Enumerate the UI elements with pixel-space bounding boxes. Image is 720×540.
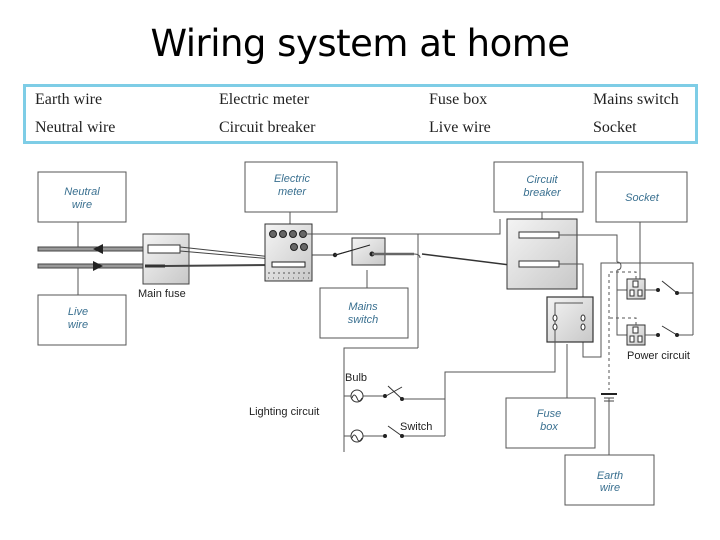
socket-outlet-icon xyxy=(626,278,646,300)
bulb-icon xyxy=(350,389,364,403)
electric-meter-box: Electric meter xyxy=(244,161,338,213)
lighting-circuit: Bulb Lighting circuit Switch xyxy=(249,372,446,443)
circuit-breaker-label-1: Circuit xyxy=(526,174,558,186)
neutral-wire-box: Neutral wire xyxy=(37,171,127,223)
incoming-cables xyxy=(37,244,149,271)
main-fuse: Main fuse xyxy=(138,233,190,300)
fuse-to-meter-wires xyxy=(164,246,273,267)
word-live-wire: Live wire xyxy=(429,119,491,136)
neutral-wire-label-1: Neutral xyxy=(64,186,100,198)
switch-icon xyxy=(656,325,679,337)
breaker-outgoing-wires xyxy=(559,234,694,358)
earth-wire-label-1: Earth xyxy=(597,470,623,482)
switch-label: Switch xyxy=(400,421,432,433)
electric-meter-label-2: meter xyxy=(278,186,307,198)
socket-box: Socket xyxy=(595,171,688,223)
word-neutral-wire: Neutral wire xyxy=(35,119,116,136)
mains-switch-box: Mains switch xyxy=(319,287,409,339)
electric-meter-device xyxy=(264,223,313,282)
neutral-arrow-icon xyxy=(93,244,103,254)
switch-icon xyxy=(656,280,679,295)
switch-icon xyxy=(383,425,404,438)
live-arrow-icon xyxy=(93,261,103,271)
socket-outlet-icon xyxy=(626,324,646,346)
circuit-breaker-box: Circuit breaker xyxy=(493,161,584,213)
fuse-box-device xyxy=(444,296,594,432)
live-wire-label-1: Live xyxy=(68,306,88,318)
fuse-box-box: Fuse box xyxy=(505,397,596,449)
bulb-label: Bulb xyxy=(345,372,367,384)
slide-title: Wiring system at home xyxy=(150,22,570,65)
electric-meter-label-1: Electric xyxy=(274,173,311,185)
socket-label: Socket xyxy=(625,192,660,204)
word-fuse-box: Fuse box xyxy=(429,91,488,108)
leader-lines xyxy=(77,212,641,455)
lighting-circuit-label: Lighting circuit xyxy=(249,406,319,418)
word-earth-wire: Earth wire xyxy=(35,91,103,108)
mains-switch-device xyxy=(312,237,511,266)
fuse-box-label-1: Fuse xyxy=(537,408,561,420)
word-socket: Socket xyxy=(593,119,637,136)
word-electric-meter: Electric meter xyxy=(219,91,310,108)
circuit-breaker-device xyxy=(506,218,578,290)
live-wire-box: Live wire xyxy=(37,294,127,346)
earth-line xyxy=(601,271,637,402)
earth-wire-label-2: wire xyxy=(600,482,620,494)
earth-wire-box: Earth wire xyxy=(564,454,655,506)
mains-switch-label-2: switch xyxy=(348,314,379,326)
circuit-breaker-label-2: breaker xyxy=(523,187,562,199)
word-circuit-breaker: Circuit breaker xyxy=(219,119,316,136)
main-fuse-label: Main fuse xyxy=(138,288,186,300)
bulb-icon xyxy=(350,429,364,443)
power-circuit: Power circuit xyxy=(626,278,693,362)
switch-icon xyxy=(383,385,404,401)
neutral-bus xyxy=(306,219,501,452)
neutral-wire-label-2: wire xyxy=(72,199,92,211)
word-mains-switch: Mains switch xyxy=(593,91,679,108)
power-circuit-label: Power circuit xyxy=(627,350,690,362)
fuse-box-label-2: box xyxy=(540,421,558,433)
earth-ground-icon xyxy=(601,393,617,402)
word-bank: Earth wire Electric meter Fuse box Mains… xyxy=(23,84,698,144)
mains-switch-label-1: Mains xyxy=(348,301,378,313)
live-wire-label-2: wire xyxy=(68,319,88,331)
